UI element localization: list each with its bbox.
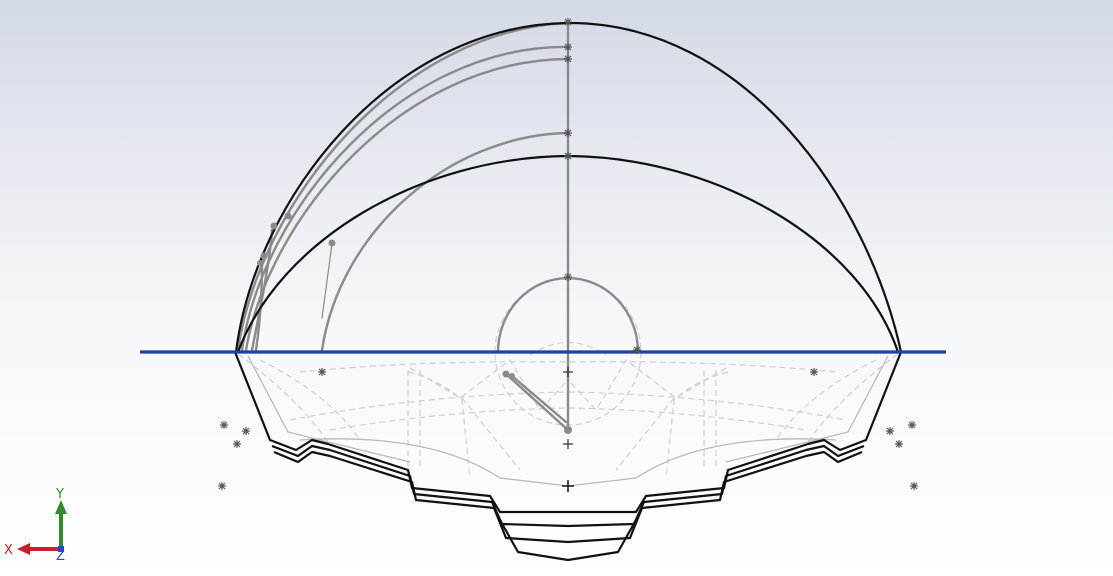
cross-3	[562, 480, 574, 492]
hidden-arc-right-2	[775, 359, 877, 441]
hidden-arc-right-1	[805, 353, 899, 446]
curve-4	[320, 131, 570, 352]
point-13[interactable]	[908, 421, 916, 429]
cross-2	[563, 439, 573, 449]
hidden-lines	[237, 278, 899, 479]
point-10[interactable]	[242, 427, 250, 435]
point-6[interactable]	[564, 273, 572, 281]
point-17[interactable]	[633, 346, 641, 354]
hidden-zig-left	[409, 359, 569, 411]
body-outline	[233, 351, 903, 562]
construction-points[interactable]	[218, 18, 918, 490]
reference-triad: Y X Z	[4, 487, 67, 564]
point-11[interactable]	[233, 440, 241, 448]
hidden-inner-3	[329, 407, 807, 431]
point-9[interactable]	[220, 421, 228, 429]
endpoint-7[interactable]	[509, 373, 515, 379]
hidden-rib-left	[407, 371, 471, 479]
curve-5	[250, 228, 274, 352]
surface-edge-left	[247, 355, 411, 463]
outline-2	[271, 444, 865, 528]
lower-leader-2	[510, 374, 568, 424]
hidden-arc-left-2	[259, 359, 361, 441]
point-15[interactable]	[895, 440, 903, 448]
surface-edge-right	[725, 355, 889, 463]
endpoint-2[interactable]	[284, 212, 292, 220]
endpoint-3[interactable]	[260, 252, 268, 260]
z-axis-marker	[58, 546, 64, 552]
endpoint-4[interactable]	[257, 260, 263, 266]
sketch-endpoints[interactable]	[257, 212, 572, 435]
endpoint-8[interactable]	[564, 426, 572, 434]
cross-1	[563, 367, 573, 377]
point-8[interactable]	[810, 368, 818, 376]
point-4[interactable]	[564, 129, 572, 137]
origin-markers	[562, 367, 574, 492]
hidden-diag-left	[461, 397, 521, 471]
point-7[interactable]	[318, 368, 326, 376]
profile-curves	[236, 20, 640, 432]
outline-4	[499, 519, 637, 562]
point-12[interactable]	[218, 482, 226, 490]
point-3[interactable]	[564, 55, 572, 63]
point-16[interactable]	[910, 482, 918, 490]
endpoint-6[interactable]	[502, 370, 510, 378]
hidden-rib-right	[665, 371, 729, 479]
point-14[interactable]	[886, 427, 894, 435]
curve-2	[240, 45, 570, 352]
z-axis-label: Z	[56, 549, 65, 564]
hidden-zig-right	[567, 359, 727, 411]
point-1[interactable]	[564, 18, 572, 26]
x-axis-arrow	[17, 543, 30, 555]
hidden-diag-right	[615, 397, 675, 471]
y-axis-label: Y	[55, 487, 64, 502]
endpoint-1[interactable]	[270, 222, 278, 230]
point-2[interactable]	[564, 43, 572, 51]
endpoint-5[interactable]	[328, 239, 336, 247]
x-axis-label: X	[4, 543, 13, 558]
outline-3	[273, 450, 863, 544]
y-axis-arrow	[55, 500, 67, 514]
lower-leader	[504, 372, 570, 432]
point-5[interactable]	[564, 152, 572, 160]
hidden-inner-2	[289, 391, 847, 421]
leader-line	[321, 243, 333, 319]
hidden-arc-left-1	[237, 353, 331, 446]
outline-1	[233, 351, 903, 514]
curve-1	[236, 21, 570, 352]
